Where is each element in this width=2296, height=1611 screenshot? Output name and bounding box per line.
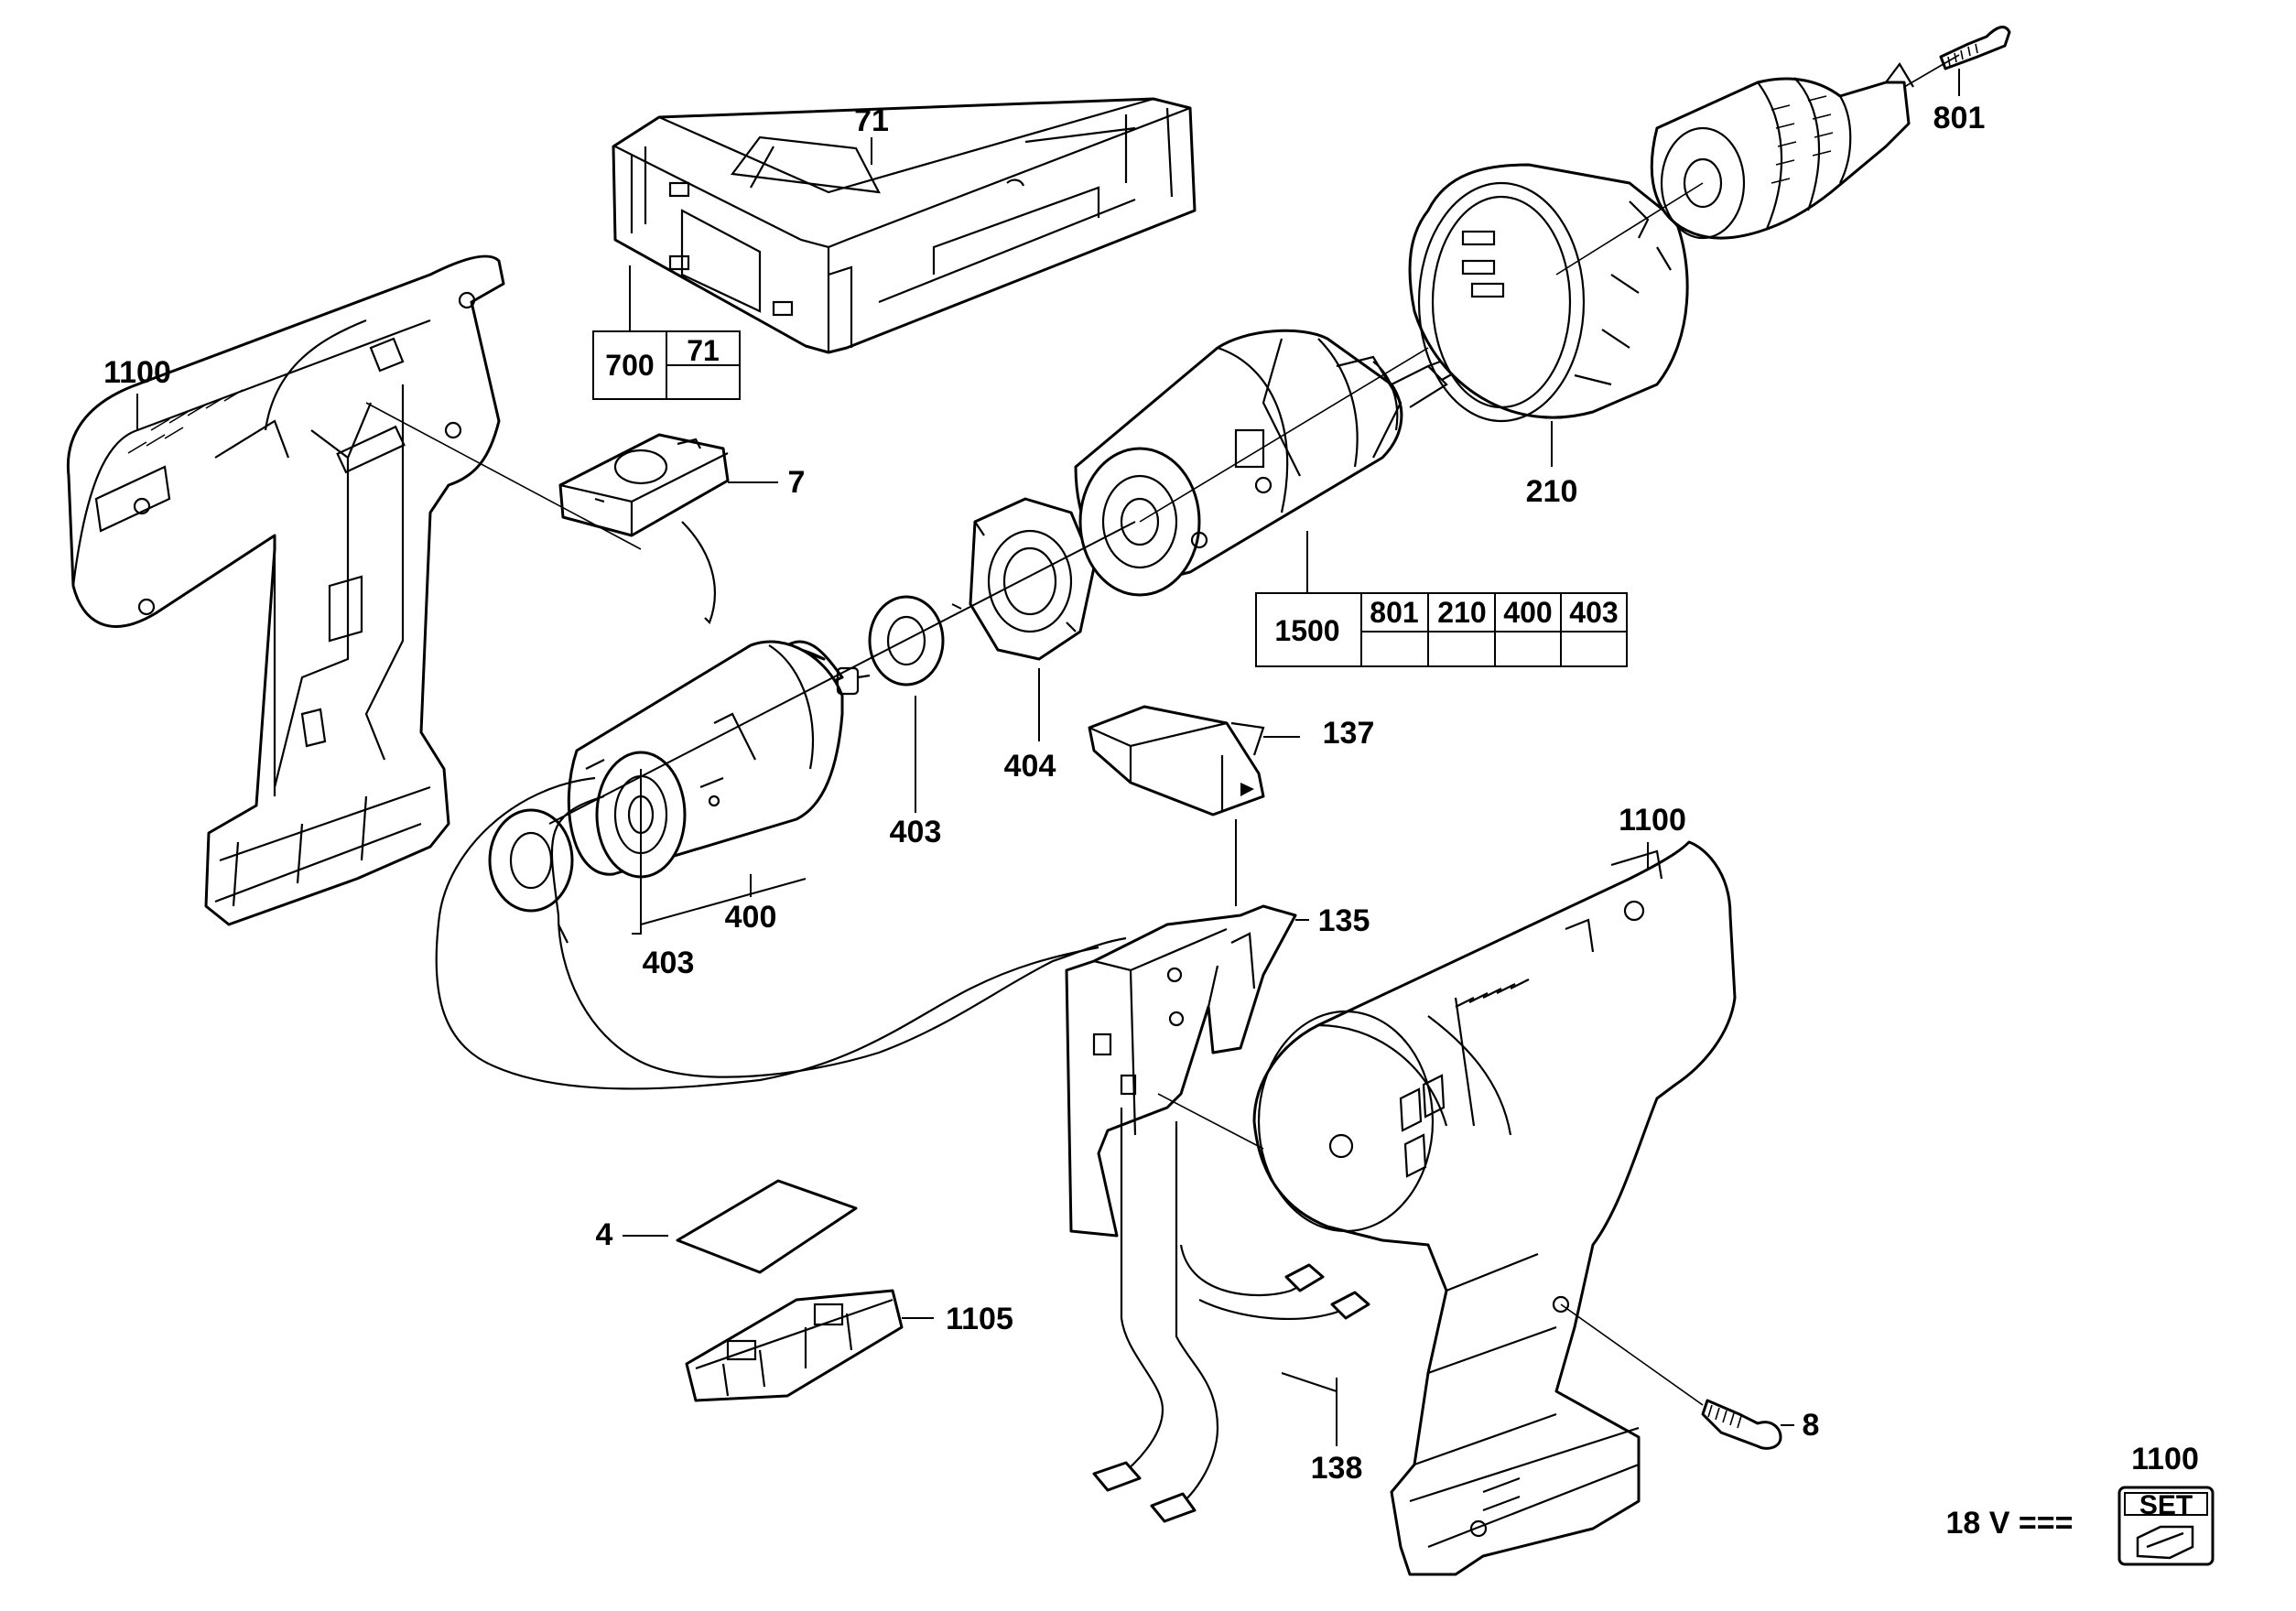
keyless-chuck <box>1650 62 1914 240</box>
direction-slider <box>1088 705 1265 816</box>
motor-wires <box>435 776 1127 1090</box>
gearbox-table-sub-3: 400 <box>1503 596 1552 629</box>
voltage-label: 18 V === <box>1946 1506 2074 1541</box>
callout-label-plate: 4 <box>596 1217 613 1252</box>
gearbox-table-sub-1: 801 <box>1370 596 1418 629</box>
callout-trigger-switch: 135 <box>1318 903 1370 938</box>
chuck-sleeve <box>1408 163 1689 423</box>
callout-screw: 8 <box>1803 1408 1820 1443</box>
right-housing-shell <box>1252 840 1737 1576</box>
motor-end-ring <box>488 808 574 913</box>
callout-chuck-screw: 801 <box>1933 101 1986 135</box>
callout-set-number: 1100 <box>2131 1442 2199 1476</box>
case-part-table: 700 71 <box>592 330 741 400</box>
switch-plate <box>558 433 730 624</box>
tool-case <box>612 97 1197 354</box>
callout-motor: 400 <box>725 900 777 935</box>
callout-motor-flange: 404 <box>1004 749 1056 784</box>
set-badge-icon: SET <box>2117 1486 2215 1566</box>
label-plate <box>676 1179 858 1274</box>
battery-holder <box>685 1289 904 1402</box>
case-table-sub: 71 <box>687 334 720 367</box>
callout-switch-plate: 7 <box>788 465 806 500</box>
set-badge-text: SET <box>2139 1490 2193 1520</box>
callout-battery-holder: 1105 <box>946 1302 1013 1336</box>
gearbox-table-sub-4: 403 <box>1569 596 1618 629</box>
callout-housing-right: 1100 <box>1619 803 1686 838</box>
housing-screw <box>1701 1399 1782 1450</box>
trigger-switch <box>1065 904 1297 1238</box>
gearbox-table-main: 1500 <box>1274 614 1339 647</box>
gearbox-table-sub-2: 210 <box>1437 596 1486 629</box>
cable-set <box>1092 1108 1370 1523</box>
callout-direction-slider: 137 <box>1323 716 1375 751</box>
chuck-screw <box>1939 26 2011 70</box>
motor-flange <box>969 497 1096 661</box>
case-table-main: 700 <box>605 349 654 382</box>
callout-motor-bearing-ring: 403 <box>890 815 942 849</box>
callout-cable-set: 138 <box>1311 1451 1363 1486</box>
callout-chuck-sleeve: 210 <box>1526 474 1578 509</box>
left-housing-shell <box>66 254 505 926</box>
callout-housing-left: 1100 <box>103 355 171 390</box>
gearbox-part-table: 1500 801 210 400 403 <box>1255 592 1628 667</box>
gearbox <box>1074 329 1476 597</box>
callout-case-part: 71 <box>854 103 889 138</box>
motor <box>567 640 871 879</box>
callout-motor-end-ring: 403 <box>643 946 695 980</box>
